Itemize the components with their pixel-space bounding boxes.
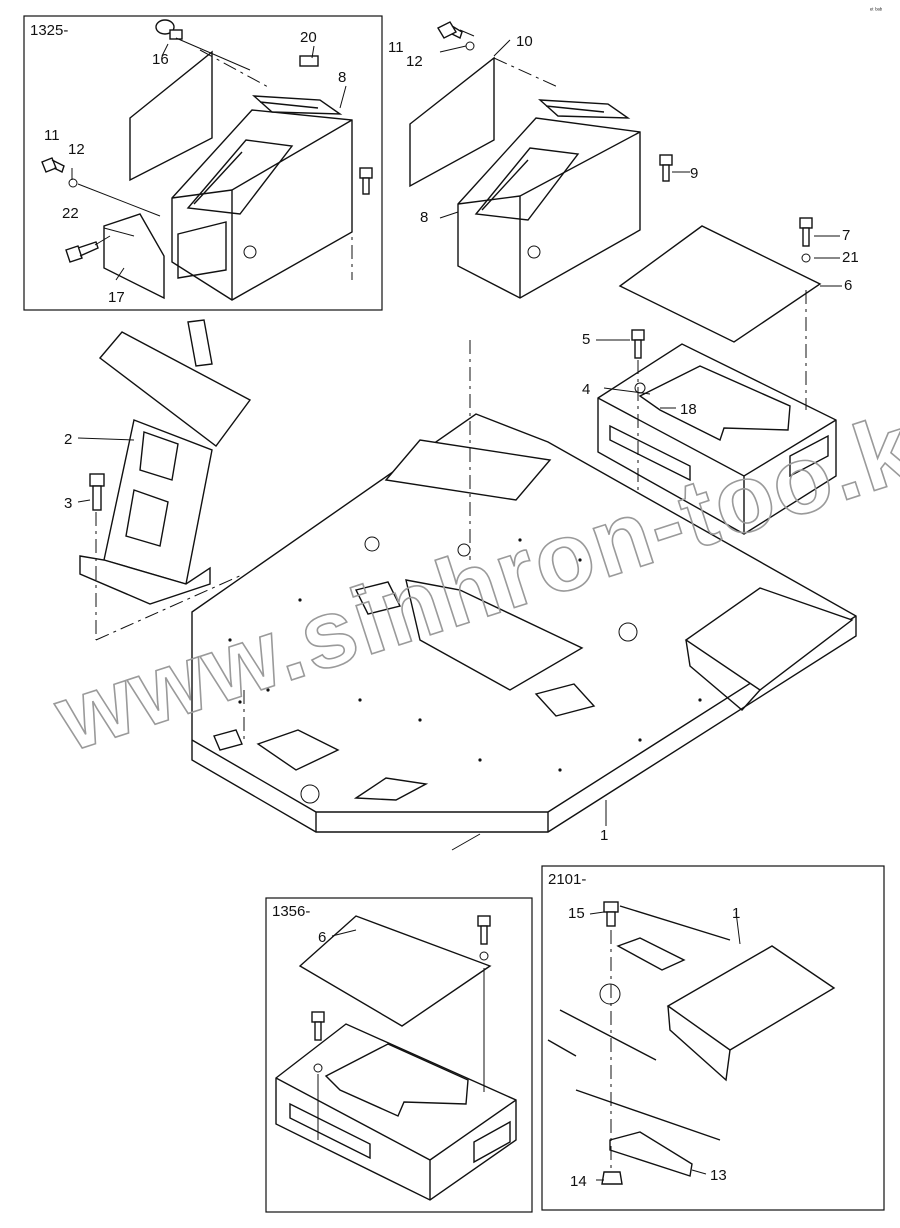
inset-1325: 1325- 16 20 8 11 12 22 17 bbox=[23, 15, 383, 311]
gasket-plate bbox=[409, 56, 495, 188]
callout-label: 11 bbox=[44, 127, 60, 144]
bolt-icon-3 bbox=[89, 473, 105, 511]
floor-plate-1: 1 bbox=[191, 340, 857, 851]
box-1356 bbox=[275, 1023, 517, 1201]
callout-label: 7 bbox=[842, 227, 850, 244]
callout-label: 4 bbox=[582, 381, 590, 398]
inset-2101-title: 2101- bbox=[548, 871, 586, 888]
inset-1325-title: 1325- bbox=[30, 22, 68, 39]
bolt-icon-22 bbox=[65, 241, 99, 263]
callout-label: 12 bbox=[68, 141, 85, 158]
callout-label: 16 bbox=[152, 51, 169, 68]
inset-1356-frame bbox=[265, 897, 533, 1213]
callout-label: 8 bbox=[338, 69, 346, 86]
inset-1356: 1356- 6 bbox=[265, 897, 533, 1213]
callout-label: 1 bbox=[732, 905, 740, 922]
cover-plate-1325 bbox=[103, 213, 165, 300]
callout-label: 12 bbox=[406, 53, 423, 70]
callout-label: 13 bbox=[710, 1167, 727, 1184]
callout-label: 17 bbox=[108, 289, 125, 306]
bolt-icon-15 bbox=[603, 901, 619, 927]
cover-plate-13 bbox=[609, 1131, 693, 1177]
bolt-icon-9-1325 bbox=[359, 167, 373, 195]
callout-label: 10 bbox=[516, 33, 533, 50]
bolt-icon-5 bbox=[631, 329, 645, 359]
inset-2101-frame bbox=[541, 865, 885, 1211]
gasket-plate-1325 bbox=[129, 50, 213, 182]
inset-2101: 2101- 15 1 13 14 bbox=[541, 865, 885, 1211]
callout-label: 3 bbox=[64, 495, 72, 512]
seat-box-assembly: 5 4 18 7 21 6 bbox=[582, 217, 859, 700]
inset-1325-frame bbox=[23, 15, 383, 311]
cover-plate-6-1356 bbox=[298, 915, 492, 1027]
pedestal-2: 2 3 bbox=[64, 319, 252, 641]
nut-icon-14 bbox=[601, 1171, 623, 1185]
callout-label: 22 bbox=[62, 205, 79, 222]
side-bracket-2101 bbox=[666, 945, 836, 1051]
bolt-icon-7 bbox=[799, 217, 813, 247]
callout-label: 11 bbox=[388, 39, 404, 56]
washer-icon-21 bbox=[801, 253, 811, 263]
rear-bracket bbox=[384, 439, 552, 501]
callout-label: 2 bbox=[64, 431, 72, 448]
bolt-icon-9 bbox=[659, 154, 673, 182]
callout-label: 14 bbox=[570, 1173, 587, 1190]
side-bracket bbox=[684, 587, 854, 691]
callout-label: 5 bbox=[582, 331, 590, 348]
bolt-icon-1356-left bbox=[311, 1011, 325, 1073]
callout-label: 9 bbox=[690, 165, 698, 182]
washer-icon-12 bbox=[465, 41, 475, 51]
inset-1356-title: 1356- bbox=[272, 903, 310, 920]
corner-note: ᵉᵗ ᵇᵃᵇ bbox=[870, 7, 883, 14]
bolt-icon-11-1325 bbox=[41, 157, 65, 173]
console-assembly: 11 12 10 9 8 bbox=[388, 21, 698, 299]
bolt-icon-16 bbox=[155, 19, 183, 40]
callout-label: 21 bbox=[842, 249, 859, 266]
callout-label: 8 bbox=[420, 209, 428, 226]
callout-label: 6 bbox=[844, 277, 852, 294]
callout-label: 20 bbox=[300, 29, 317, 46]
cover-plate-6 bbox=[618, 225, 822, 343]
callout-label: 15 bbox=[568, 905, 585, 922]
callout-label: 6 bbox=[318, 929, 326, 946]
washer-icon-12-1325 bbox=[68, 178, 78, 188]
nut-icon-18 bbox=[634, 382, 646, 394]
callout-label: 1 bbox=[600, 827, 608, 844]
bolt-icon-11 bbox=[437, 21, 463, 39]
callout-label: 18 bbox=[680, 401, 697, 418]
bolt-icon-1356-top bbox=[477, 915, 491, 961]
